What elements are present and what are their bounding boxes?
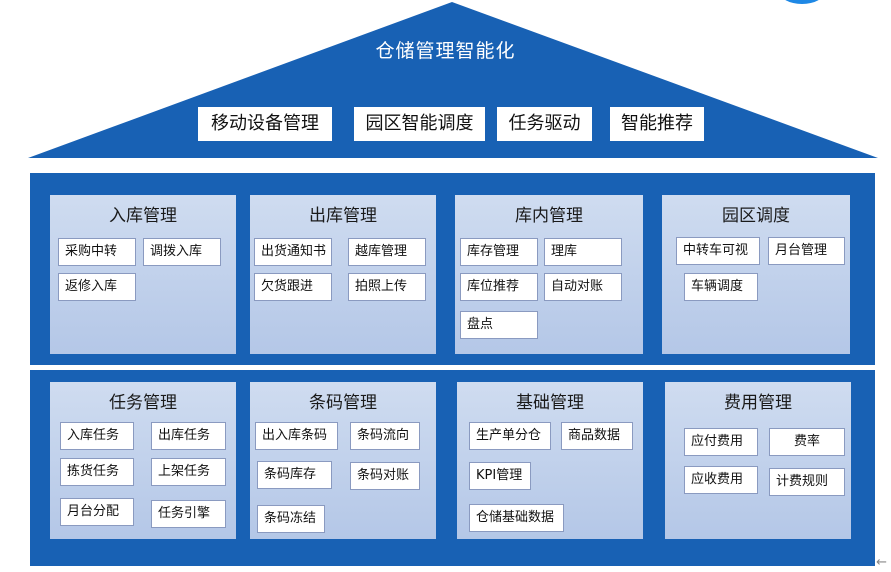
module-task: 任务管理 入库任务 出库任务 拣货任务 上架任务 月台分配 任务引擎 — [50, 382, 236, 539]
module-inbound: 入库管理 采购中转 调拨入库 返修入库 — [50, 195, 236, 354]
chip-rate: 费率 — [769, 428, 845, 456]
chip-inventory-management: 库存管理 — [460, 238, 538, 266]
roof-item-mobile-device: 移动设备管理 — [198, 107, 332, 141]
chip-cross-dock: 越库管理 — [348, 238, 426, 266]
chip-dock-assignment: 月台分配 — [60, 498, 134, 526]
chip-task-engine: 任务引擎 — [151, 500, 226, 528]
chip-stock-arrange: 理库 — [544, 238, 622, 266]
module-title: 任务管理 — [109, 393, 177, 413]
chip-auto-reconcile: 自动对账 — [544, 273, 622, 301]
chip-payable-cost: 应付费用 — [684, 428, 758, 456]
chip-allocation-inbound: 调拨入库 — [143, 238, 221, 266]
module-title: 出库管理 — [309, 206, 377, 226]
chip-inbound-task: 入库任务 — [60, 422, 134, 450]
chip-purchase-transfer: 采购中转 — [58, 238, 136, 266]
chip-production-order-split: 生产单分仓 — [469, 422, 551, 450]
module-in-warehouse: 库内管理 库存管理 理库 库位推荐 自动对账 盘点 — [455, 195, 643, 354]
chip-kpi-management: KPI管理 — [469, 462, 531, 490]
chip-io-barcode: 出入库条码 — [255, 422, 338, 450]
module-title: 基础管理 — [516, 393, 584, 413]
diagram-title: 仓储管理智能化 — [375, 40, 516, 62]
chip-receivable-cost: 应收费用 — [684, 466, 758, 494]
module-barcode: 条码管理 出入库条码 条码流向 条码库存 条码对账 条码冻结 — [250, 382, 436, 539]
chip-dock-management: 月台管理 — [768, 237, 845, 265]
chip-shipping-notice: 出货通知书 — [254, 238, 332, 266]
module-title: 入库管理 — [109, 206, 177, 226]
chip-putaway-task: 上架任务 — [151, 458, 226, 486]
chip-repair-inbound: 返修入库 — [58, 273, 136, 301]
chip-barcode-flow: 条码流向 — [350, 422, 420, 450]
roof-item-task-driven: 任务驱动 — [497, 107, 592, 141]
module-basic: 基础管理 生产单分仓 商品数据 KPI管理 仓储基础数据 — [457, 382, 643, 539]
chip-product-data: 商品数据 — [561, 422, 633, 450]
chip-warehouse-base-data: 仓储基础数据 — [469, 504, 564, 532]
chip-backorder-followup: 欠货跟进 — [254, 273, 332, 301]
chip-photo-upload: 拍照上传 — [348, 273, 426, 301]
chip-vehicle-dispatch: 车辆调度 — [684, 273, 758, 301]
module-title: 库内管理 — [515, 206, 583, 226]
chip-barcode-freeze: 条码冻结 — [257, 505, 325, 533]
chip-outbound-task: 出库任务 — [151, 422, 226, 450]
module-title: 条码管理 — [309, 393, 377, 413]
chip-picking-task: 拣货任务 — [60, 458, 134, 486]
module-title: 园区调度 — [722, 206, 790, 226]
module-outbound: 出库管理 出货通知书 越库管理 欠货跟进 拍照上传 — [250, 195, 436, 354]
module-title: 费用管理 — [724, 393, 792, 413]
chip-billing-rules: 计费规则 — [769, 468, 845, 496]
back-arrow-icon[interactable]: ← — [876, 555, 887, 570]
corner-decoration — [779, 0, 825, 4]
module-cost: 费用管理 应付费用 费率 应收费用 计费规则 — [665, 382, 851, 539]
chip-transfer-truck-visible: 中转车可视 — [676, 237, 760, 265]
module-park-scheduling: 园区调度 中转车可视 月台管理 车辆调度 — [662, 195, 850, 354]
chip-stocktake: 盘点 — [460, 311, 538, 339]
roof-item-smart-recommend: 智能推荐 — [610, 107, 704, 141]
chip-location-recommend: 库位推荐 — [460, 273, 538, 301]
chip-barcode-reconcile: 条码对账 — [350, 462, 420, 490]
roof-item-park-scheduling: 园区智能调度 — [354, 107, 485, 141]
chip-barcode-stock: 条码库存 — [257, 461, 332, 489]
